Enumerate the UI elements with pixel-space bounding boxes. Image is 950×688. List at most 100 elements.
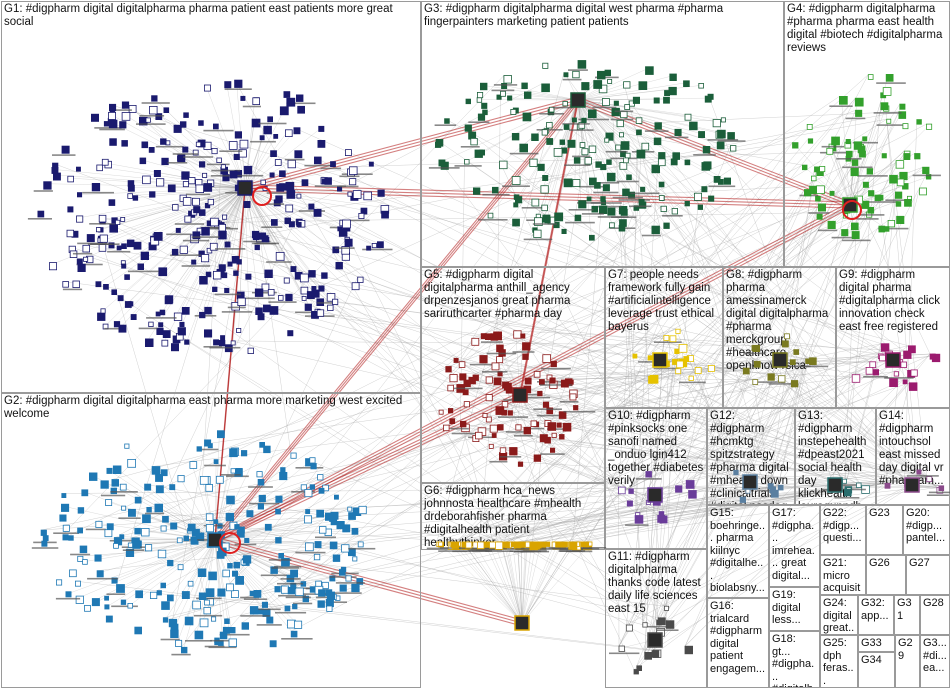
edge-intra-g2: [172, 539, 216, 633]
edge-inter: [152, 371, 895, 467]
node-g3: [663, 96, 670, 104]
node-g1: [139, 157, 147, 165]
edge-inter: [587, 361, 677, 543]
node-g4: [880, 102, 889, 111]
node-g1: [251, 119, 259, 127]
node-g1: [98, 214, 107, 223]
edge-inter: [95, 281, 627, 626]
node-g2: [199, 475, 209, 485]
node-g5: [482, 412, 488, 418]
node-label-mark: [857, 214, 885, 216]
node-label-mark: [625, 524, 649, 526]
node-label-mark: [536, 414, 559, 417]
node-g4: [889, 174, 898, 184]
node-g3: [588, 145, 597, 153]
node-g2: [105, 615, 113, 623]
node-label-mark: [265, 203, 285, 205]
node-g2: [119, 483, 127, 491]
node-label-mark: [101, 494, 126, 497]
node-g4: [881, 153, 887, 159]
edge-intra-g6: [450, 543, 523, 624]
node-g5: [463, 379, 471, 388]
edge-inter: [62, 75, 505, 535]
node-g1: [167, 184, 176, 193]
node-g2: [304, 489, 313, 498]
edge-intra-g1: [244, 187, 251, 351]
node-g1: [308, 203, 315, 210]
node-g10: [618, 486, 626, 495]
edge-intra-g3: [577, 99, 688, 117]
edge-intra-g1: [220, 187, 246, 267]
node-g2: [240, 450, 248, 457]
edge-inter: [666, 490, 772, 621]
node-g1: [97, 312, 106, 321]
edge-inter: [647, 98, 856, 356]
node-g2: [249, 606, 259, 615]
node-g4: [850, 167, 859, 177]
node-g1: [377, 189, 385, 197]
node-g14: [884, 482, 891, 489]
node-g3: [589, 234, 595, 241]
node-g2: [342, 527, 348, 533]
node-g2: [127, 458, 136, 468]
node-label-mark: [656, 629, 679, 631]
node-g2: [104, 604, 110, 610]
node-g1: [91, 182, 101, 192]
node-g4: [895, 160, 905, 169]
node-label-mark: [295, 311, 319, 314]
node-g2: [213, 459, 219, 465]
edge-strong: [214, 201, 851, 538]
edge-intra-g1: [244, 187, 375, 246]
node-g2: [104, 529, 113, 538]
edge-intra-g1: [120, 187, 246, 328]
node-g2: [318, 487, 325, 494]
edge-inter: [664, 476, 927, 607]
node-g2: [256, 471, 263, 478]
node-label-mark: [562, 123, 590, 125]
edge-inter: [349, 150, 860, 168]
node-g2: [96, 570, 104, 578]
node-g6: [438, 541, 444, 547]
node-g2: [263, 445, 271, 454]
node-g6: [451, 541, 460, 549]
node-g4: [831, 136, 840, 146]
node-g4: [829, 190, 835, 196]
edge-inter: [651, 204, 699, 651]
node-label-mark: [118, 517, 141, 519]
node-g4: [839, 96, 848, 105]
edge-strong: [214, 542, 523, 627]
edge-intra-g6: [505, 543, 523, 624]
node-g2: [155, 485, 164, 494]
node-g3: [638, 198, 645, 205]
node-g2: [42, 535, 49, 541]
node-g3: [663, 222, 670, 229]
node-g2: [77, 507, 85, 514]
edge-inter: [767, 373, 918, 471]
edge-intra-g2: [128, 539, 216, 552]
edge-intra-g2: [214, 539, 223, 635]
node-g8: [767, 373, 775, 381]
node-g2: [56, 579, 63, 586]
node-g1: [321, 272, 328, 279]
node-g1: [263, 125, 272, 135]
edge-inter: [284, 83, 542, 219]
node-g3: [548, 106, 555, 113]
edge-intra-g4: [831, 147, 851, 206]
node-g9: [908, 345, 916, 354]
node-g1: [182, 197, 192, 206]
node-g1: [317, 139, 326, 148]
node-label-mark: [579, 185, 605, 188]
node-g1: [161, 339, 169, 347]
node-label-mark: [200, 226, 231, 229]
node-g2: [69, 569, 77, 578]
node-label-mark: [208, 646, 237, 649]
node-label-mark: [53, 532, 79, 534]
node-g2: [151, 466, 161, 475]
edge-intra-g6: [467, 543, 523, 624]
node-g3: [541, 204, 548, 212]
edge-intra-g6: [521, 543, 536, 624]
edge-intra-g1: [100, 187, 246, 239]
node-g1: [293, 127, 301, 135]
node-g1: [216, 157, 222, 163]
node-g1: [188, 177, 196, 185]
